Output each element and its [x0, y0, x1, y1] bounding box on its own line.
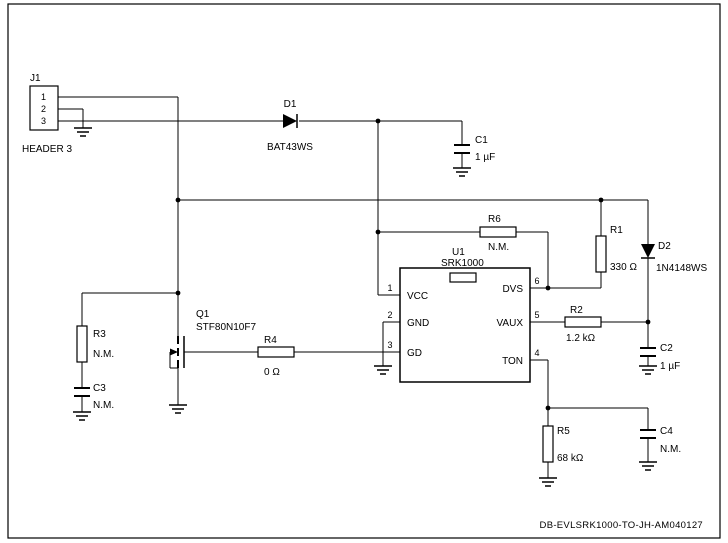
u1-pin-dvs-name: DVS — [502, 284, 523, 295]
d2-ref: D2 — [658, 241, 671, 252]
resistor-body — [595, 235, 607, 273]
c4-ref: C4 — [660, 426, 673, 437]
capacitor-c3: C3 N.M. — [74, 383, 114, 411]
c1-ref: C1 — [475, 135, 488, 146]
resistor-r2: R2 1.2 kΩ — [564, 305, 602, 344]
u1-ref: U1 — [452, 247, 465, 258]
u1-pin-dvs-num: 6 — [534, 276, 539, 286]
u1-pin-vcc-name: VCC — [407, 291, 428, 302]
r3-ref: R3 — [93, 329, 106, 340]
resistor-r4: R4 0 Ω — [257, 335, 295, 378]
junction-dot — [375, 229, 381, 235]
d1-ref: D1 — [284, 99, 297, 110]
title-block-doc-number: DB-EVLSRK1000-TO-JH-AM040127 — [540, 520, 703, 531]
r4-value: 0 Ω — [264, 367, 280, 378]
ground-icon — [169, 404, 187, 414]
junction-dot — [598, 197, 604, 203]
c2-value: 1 µF — [660, 361, 680, 372]
capacitor-c2: C2 1 µF — [640, 343, 680, 372]
mosfet-body-arrow — [170, 348, 178, 356]
ground-icon — [74, 127, 92, 137]
junction-dot — [545, 405, 551, 411]
junctions — [175, 118, 651, 411]
r5-value: 68 kΩ — [557, 453, 584, 464]
r6-ref: R6 — [488, 214, 501, 225]
resistor-body — [542, 425, 554, 463]
u1-pin-gnd-name: GND — [407, 318, 429, 329]
r4-ref: R4 — [264, 335, 277, 346]
ground-icon — [539, 477, 557, 487]
ground-symbols — [73, 127, 657, 487]
junction-dot — [175, 290, 181, 296]
u1-pin-gd-num: 3 — [387, 340, 392, 350]
junction-dot — [545, 285, 551, 291]
q1-ref: Q1 — [196, 309, 210, 320]
capacitor-c4: C4 N.M. — [640, 426, 681, 455]
resistor-body — [257, 346, 295, 358]
connector-j1: J1 HEADER 3 1 2 3 — [22, 73, 72, 155]
resistor-body — [76, 325, 88, 363]
r1-ref: R1 — [610, 225, 623, 236]
j1-pin-1: 1 — [41, 92, 46, 102]
ground-icon — [639, 461, 657, 471]
u1-pin-vaux-name: VAUX — [497, 318, 524, 329]
sheet-border — [7, 3, 721, 539]
c4-value: N.M. — [660, 444, 681, 455]
u1-pin-vaux-num: 5 — [534, 310, 539, 320]
u1-pin-ton-num: 4 — [534, 348, 539, 358]
capacitor-c1: C1 1 µF — [454, 135, 495, 163]
c1-value: 1 µF — [475, 152, 495, 163]
c2-ref: C2 — [660, 343, 673, 354]
diode-d1: D1 BAT43WS — [267, 99, 313, 153]
c3-value: N.M. — [93, 400, 114, 411]
u1-pin-gd-name: GD — [407, 348, 422, 359]
diode-d2: D2 1N4148WS — [641, 241, 707, 274]
resistor-r5: R5 68 kΩ — [542, 425, 584, 464]
c3-ref: C3 — [93, 383, 106, 394]
ic-body — [399, 267, 531, 383]
resistor-r1: R1 330 Ω — [595, 225, 637, 273]
j1-ref: J1 — [30, 73, 41, 84]
r1-value: 330 Ω — [610, 262, 637, 273]
j1-value: HEADER 3 — [22, 144, 72, 155]
r6-value: N.M. — [488, 242, 509, 253]
u1-pin-vcc-num: 1 — [387, 283, 392, 293]
r2-value: 1.2 kΩ — [566, 333, 596, 344]
resistor-r3: R3 N.M. — [76, 325, 114, 363]
resistor-body — [479, 226, 517, 238]
ground-icon — [639, 365, 657, 375]
r5-ref: R5 — [557, 426, 570, 437]
u1-value: SRK1000 — [441, 258, 484, 269]
u1-pin-gnd-num: 2 — [387, 310, 392, 320]
ic-u1: U1 SRK1000 VCC GND GD DVS VAUX TON 1 2 3… — [387, 247, 540, 383]
j1-pin-2: 2 — [41, 104, 46, 114]
r2-ref: R2 — [570, 305, 583, 316]
ground-icon — [453, 167, 471, 177]
ground-icon — [73, 411, 91, 421]
j1-pin-3: 3 — [41, 116, 46, 126]
diode-symbol — [641, 244, 655, 258]
r3-value: N.M. — [93, 349, 114, 360]
u1-pin-ton-name: TON — [502, 356, 523, 367]
junction-dot — [375, 118, 381, 124]
ic-pad-mark — [449, 272, 477, 283]
junction-dot — [175, 197, 181, 203]
wires — [50, 96, 649, 478]
resistor-body — [564, 316, 602, 328]
connector-body — [29, 85, 59, 131]
resistor-r6: R6 N.M. — [479, 214, 517, 253]
ground-icon — [374, 365, 392, 375]
junction-dot — [645, 319, 651, 325]
d2-value: 1N4148WS — [656, 263, 707, 274]
diode-symbol — [283, 114, 297, 128]
d1-value: BAT43WS — [267, 142, 313, 153]
q1-value: STF80N10F7 — [196, 322, 256, 333]
transistor-q1: Q1 STF80N10F7 — [169, 309, 256, 369]
